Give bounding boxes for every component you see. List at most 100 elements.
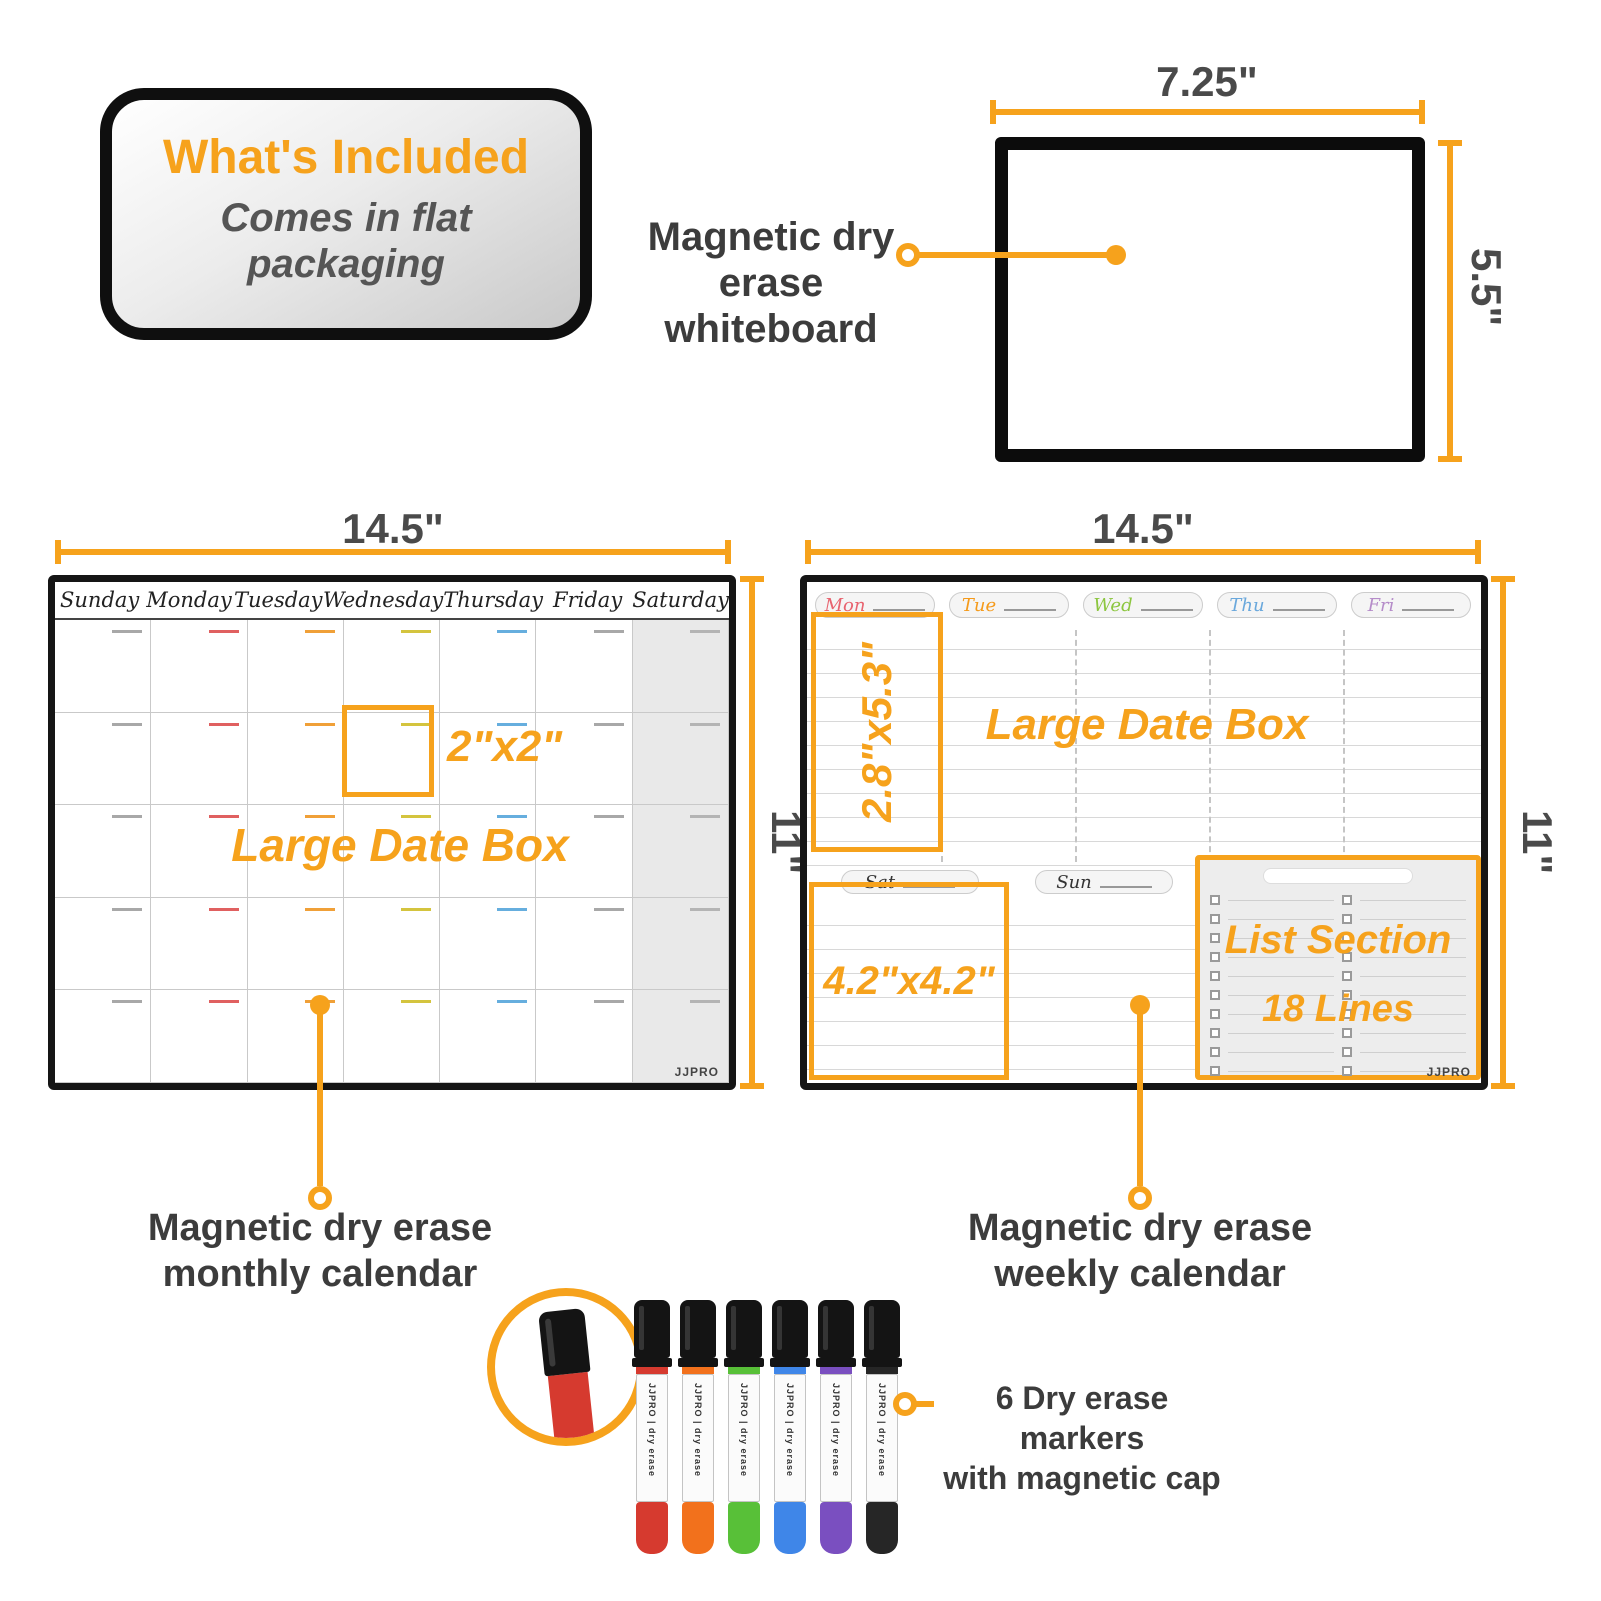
checkbox [1342, 1046, 1352, 1057]
list-row [1200, 890, 1476, 909]
date-line [401, 722, 432, 726]
date-line [689, 630, 720, 633]
weekly-column-divider [1209, 630, 1211, 862]
zoomed-marker-cap [538, 1307, 591, 1377]
checkbox [1210, 989, 1220, 1000]
marker-body: JJPRO | dry erase [866, 1374, 898, 1502]
monthly-cell [151, 990, 248, 1083]
monthly-cell [343, 620, 441, 713]
list-line [1228, 975, 1334, 977]
dry-erase-marker: JJPRO | dry erase [770, 1300, 810, 1560]
monthly-cell [247, 620, 344, 713]
monthly-cell [632, 620, 729, 713]
marker-tip [866, 1502, 898, 1554]
monthly-cell [343, 712, 441, 806]
weekly-header-mon-label: Mon [824, 594, 866, 616]
date-line [401, 630, 432, 633]
marker-tip [682, 1502, 714, 1554]
weekly-header-tue-label: Tue [961, 594, 997, 616]
whats-included-subtitle: Comes in flat packaging [112, 195, 580, 287]
marker-cap-flange [770, 1358, 810, 1367]
date-line [304, 907, 335, 911]
checkbox [1342, 989, 1352, 1000]
monthly-cell [247, 712, 344, 806]
marker-clip [639, 1306, 644, 1350]
date-line [401, 815, 432, 819]
marker-body: JJPRO | dry erase [682, 1374, 714, 1502]
date-line [208, 815, 239, 819]
markers-row: JJPRO | dry erase JJPRO | dry erase JJPRO … [632, 1300, 902, 1560]
weekly-large-date-box-label: Large Date Box [985, 700, 1309, 749]
monthly-cell [151, 712, 248, 806]
monthly-cell [55, 897, 152, 991]
date-line [593, 815, 624, 819]
list-row [1200, 909, 1476, 928]
list-section-rows [1200, 890, 1476, 1080]
monthly-height-dimension-line [740, 576, 764, 1089]
weekend-highlight-box: 4.2"x4.2" [809, 882, 1009, 1080]
header-writing-line [1140, 599, 1193, 611]
weekly-header-fri-label: Fri [1367, 594, 1395, 616]
list-line [1228, 937, 1334, 939]
monthly-day-header-row: Sunday Monday Tuesday Wednesday Thursday… [55, 582, 729, 620]
weekly-height-dimension-line [1491, 576, 1515, 1089]
markers-caption-line2: with magnetic cap [943, 1460, 1221, 1496]
list-line [1228, 899, 1334, 901]
day-header-wednesday: Wednesday [322, 588, 444, 612]
list-row [1200, 966, 1476, 985]
list-line [1228, 918, 1334, 920]
list-line [1360, 1032, 1466, 1034]
list-line [1228, 1013, 1334, 1015]
monthly-calendar: Sunday Monday Tuesday Wednesday Thursday… [48, 575, 736, 1090]
date-line [208, 722, 239, 726]
dry-erase-marker: JJPRO | dry erase [678, 1300, 718, 1560]
date-line [689, 907, 720, 911]
marker-cap-flange [816, 1358, 856, 1367]
marker-tip [636, 1502, 668, 1554]
monthly-2x2-highlight-box [342, 705, 434, 797]
monthly-cell [55, 712, 152, 806]
date-line [593, 722, 624, 726]
list-line [1228, 1070, 1334, 1072]
monthly-caption: Magnetic dry erase monthly calendar [120, 1206, 520, 1297]
monthly-cell [440, 805, 537, 898]
list-line [1228, 1051, 1334, 1053]
day-header-tuesday: Tuesday [233, 588, 323, 612]
date-line [112, 630, 143, 633]
date-line [497, 815, 528, 819]
whiteboard-height-label: 5.5" [1463, 248, 1510, 327]
marker-cap-flange [678, 1358, 718, 1367]
marker-color-ring [820, 1367, 852, 1374]
magnetic-whiteboard [995, 137, 1425, 462]
list-line [1360, 994, 1466, 996]
monthly-cell [55, 620, 152, 713]
marker-tip [728, 1502, 760, 1554]
monthly-callout-dot [310, 995, 330, 1015]
checkbox [1342, 1027, 1352, 1038]
weekly-caption: Magnetic dry erase weekly calendar [940, 1206, 1340, 1297]
weekly-caption-line1: Magnetic dry erase [967, 1207, 1313, 1249]
zoomed-marker [538, 1307, 598, 1438]
monthly-cell [536, 712, 633, 806]
list-line [1228, 994, 1334, 996]
monthly-cell [247, 805, 344, 898]
subtitle-line-1: Comes in flat [220, 196, 472, 240]
whiteboard-width-label: 7.25" [1156, 58, 1258, 105]
monthly-cell [536, 620, 633, 713]
date-line [112, 1000, 143, 1004]
marker-body: JJPRO | dry erase [820, 1374, 852, 1502]
weekly-column-size-label: 2.8"x5.3" [853, 642, 900, 822]
list-line [1228, 956, 1334, 958]
monthly-cell [343, 805, 441, 898]
list-title-blank-bar [1263, 868, 1413, 884]
marker-brand-text: JJPRO | dry erase [877, 1383, 887, 1478]
weekly-header-thu-label: Thu [1229, 594, 1265, 616]
list-line [1360, 918, 1466, 920]
dry-erase-marker: JJPRO | dry erase [816, 1300, 856, 1560]
marker-body: JJPRO | dry erase [728, 1374, 760, 1502]
header-writing-line [1099, 876, 1152, 888]
magnetic-cap-zoom-circle [487, 1288, 645, 1446]
weekly-header-fri: Fri [1351, 592, 1471, 618]
checkbox [1210, 894, 1220, 905]
monthly-large-date-box-label: Large Date Box [231, 819, 569, 871]
